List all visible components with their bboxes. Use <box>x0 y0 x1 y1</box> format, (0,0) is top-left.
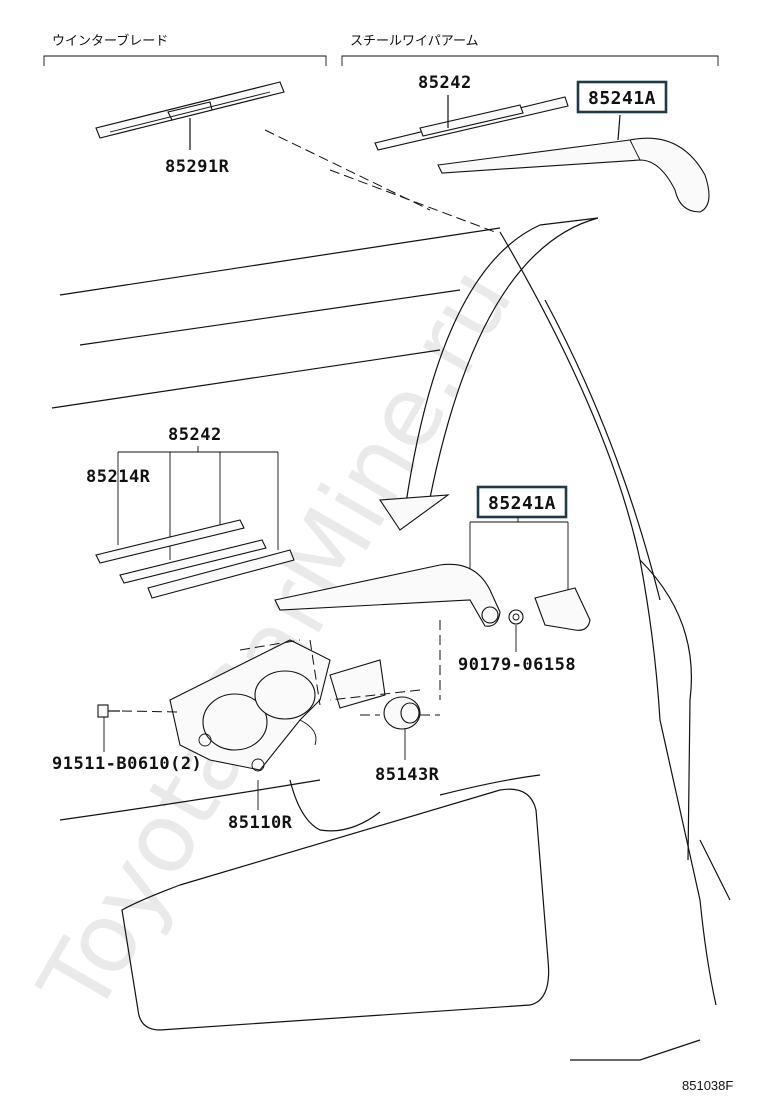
part-label-85241a-top[interactable]: 85241A <box>588 88 656 109</box>
part-label-85214r[interactable]: 85214R <box>86 467 151 487</box>
nut-90179[interactable] <box>508 609 524 625</box>
assembly-dashes <box>239 620 441 716</box>
part-label-85143r[interactable]: 85143R <box>375 765 440 785</box>
section-bracket-steel-wiper-arm <box>341 55 719 66</box>
vehicle-body-outline <box>51 129 731 1061</box>
cap-85143r[interactable] <box>383 696 421 730</box>
watermark-text: ToyotaCarMine.ru <box>17 249 534 1032</box>
leader-85241a-bottom <box>469 517 569 590</box>
winter-blade-assembly[interactable] <box>95 81 285 150</box>
part-label-85242-top[interactable]: 85242 <box>418 73 472 93</box>
part-label-85241a-bottom[interactable]: 85241A <box>488 493 556 514</box>
section-title-steel-wiper-arm: スチールワイパアーム <box>350 34 479 49</box>
leader-85242-kit <box>117 446 279 560</box>
highlight-box-85241a-bottom <box>476 485 568 519</box>
arm-cover-cap[interactable] <box>534 587 591 631</box>
wiper-motor[interactable] <box>169 639 386 772</box>
bolt-91511[interactable] <box>97 704 120 718</box>
section-bracket-winter-blade <box>43 55 327 66</box>
part-label-90179-06158[interactable]: 90179-06158 <box>458 655 576 675</box>
diagram-code: 851038F <box>682 1078 733 1093</box>
wiper-arm-top[interactable] <box>437 114 710 213</box>
bolt-dash <box>121 710 181 713</box>
blade-rubber-set[interactable] <box>95 519 295 599</box>
wiper-arm-bottom[interactable] <box>274 563 501 627</box>
wiper-blade-top[interactable] <box>374 95 569 151</box>
part-label-91511-b0610[interactable]: 91511-B0610(2) <box>52 754 202 774</box>
assembly-arrow <box>379 217 599 531</box>
section-title-winter-blade: ウインターブレード <box>52 33 168 49</box>
part-label-85242-kit[interactable]: 85242 <box>168 425 222 445</box>
part-label-85291r[interactable]: 85291R <box>165 157 230 177</box>
highlight-box-85241a-top <box>576 80 668 114</box>
part-label-85110r[interactable]: 85110R <box>228 813 293 833</box>
